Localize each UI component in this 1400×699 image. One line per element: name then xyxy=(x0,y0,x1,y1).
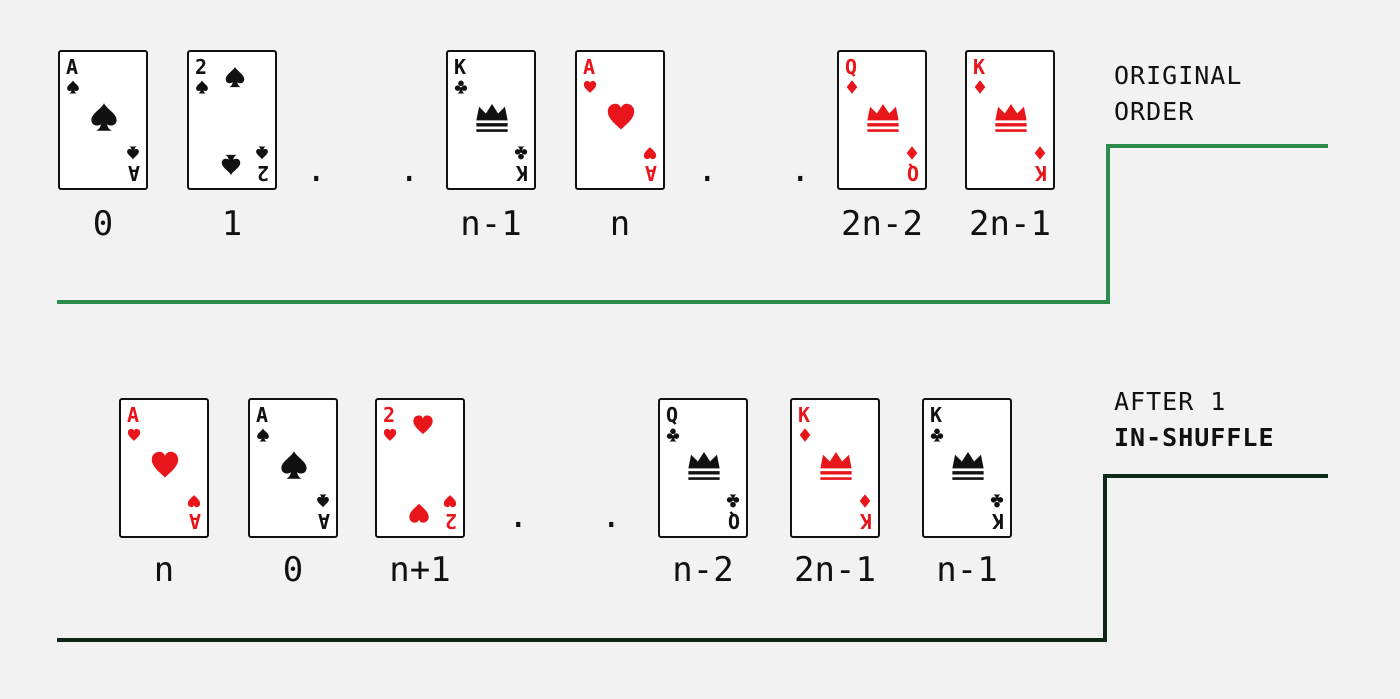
spade-pip-icon xyxy=(221,154,241,176)
card-rank: Q xyxy=(845,55,858,79)
card-rank: K xyxy=(454,55,467,79)
crown-icon xyxy=(995,104,1027,132)
club-icon xyxy=(666,428,680,442)
spade-pip-icon xyxy=(225,66,245,88)
top-card-index-label: n xyxy=(609,204,631,244)
heart-icon xyxy=(187,495,201,508)
crown-icon xyxy=(820,452,852,480)
bottom-card-index-label: n xyxy=(153,550,175,590)
card-rank-rotated: A xyxy=(127,161,140,185)
card-rank-rotated: Q xyxy=(906,161,919,185)
top-card-index-label: 2n-1 xyxy=(969,204,1051,244)
card-rank: K xyxy=(973,55,986,79)
club-icon xyxy=(990,494,1004,508)
card-rank: A xyxy=(256,403,269,427)
top-title-line2: ORDER xyxy=(1114,97,1195,126)
heart-pip-icon xyxy=(413,415,433,435)
card-rank-rotated: Q xyxy=(727,509,740,533)
spade-icon xyxy=(67,80,79,94)
heart-icon xyxy=(383,428,397,441)
top-step-line xyxy=(57,144,1328,304)
card-rank: Q xyxy=(666,403,679,427)
top-card-index-label: 1 xyxy=(221,204,243,244)
bottom-card-index-label: n-1 xyxy=(936,550,998,590)
card-rank-rotated: 2 xyxy=(444,509,457,533)
club-icon xyxy=(454,80,468,94)
club-icon xyxy=(726,494,740,508)
card-rank: A xyxy=(66,55,79,79)
top-section-title: ORIGINAL ORDER xyxy=(1114,58,1242,130)
diamond-icon xyxy=(799,428,811,442)
card-rank-rotated: K xyxy=(859,509,872,533)
bottom-title-line1: AFTER 1 xyxy=(1114,387,1227,416)
club-icon xyxy=(514,146,528,160)
crown-icon xyxy=(688,452,720,480)
top-card-index-label: 2n-2 xyxy=(841,204,923,244)
card-rank: 2 xyxy=(195,55,208,79)
crown-icon xyxy=(867,104,899,132)
spade-icon xyxy=(196,80,208,94)
heart-icon xyxy=(127,428,141,441)
crown-icon xyxy=(476,104,508,132)
crown-icon xyxy=(952,452,984,480)
diamond-icon xyxy=(859,494,871,508)
heart-pip-icon xyxy=(607,103,635,130)
diamond-icon xyxy=(974,80,986,94)
card-rank-rotated: K xyxy=(991,509,1004,533)
heart-pip-icon xyxy=(151,451,179,478)
diamond-icon xyxy=(846,80,858,94)
top-card-index-label: 0 xyxy=(92,204,114,244)
spade-pip-icon xyxy=(281,451,307,479)
card-rank: K xyxy=(930,403,943,427)
card-rank: A xyxy=(127,403,140,427)
heart-icon xyxy=(643,147,657,160)
card-rank: K xyxy=(798,403,811,427)
spade-icon xyxy=(317,494,329,508)
bottom-card-index-label: n-2 xyxy=(672,550,734,590)
card-rank: A xyxy=(583,55,596,79)
bottom-title-line2: IN-SHUFFLE xyxy=(1114,423,1275,452)
heart-icon xyxy=(443,495,457,508)
spade-icon xyxy=(257,428,269,442)
bottom-card-index-label: 0 xyxy=(282,550,304,590)
diamond-icon xyxy=(906,146,918,160)
card-rank-rotated: A xyxy=(188,509,201,533)
spade-pip-icon xyxy=(91,103,117,131)
bottom-card-index-label: 2n-1 xyxy=(794,550,876,590)
heart-pip-icon xyxy=(409,503,429,523)
card-rank-rotated: K xyxy=(1034,161,1047,185)
bottom-step-line xyxy=(57,474,1328,642)
diamond-icon xyxy=(1034,146,1046,160)
top-title-line1: ORIGINAL xyxy=(1114,61,1243,90)
card-rank-rotated: K xyxy=(515,161,528,185)
card-rank: 2 xyxy=(383,403,396,427)
club-icon xyxy=(930,428,944,442)
spade-icon xyxy=(256,146,268,160)
top-card-index-label: n-1 xyxy=(460,204,522,244)
bottom-card-index-label: n+1 xyxy=(389,550,451,590)
card-rank-rotated: A xyxy=(317,509,330,533)
spade-icon xyxy=(127,146,139,160)
card-rank-rotated: 2 xyxy=(256,161,269,185)
heart-icon xyxy=(583,80,597,93)
bottom-section-title: AFTER 1 IN-SHUFFLE xyxy=(1114,384,1275,456)
card-rank-rotated: A xyxy=(644,161,657,185)
